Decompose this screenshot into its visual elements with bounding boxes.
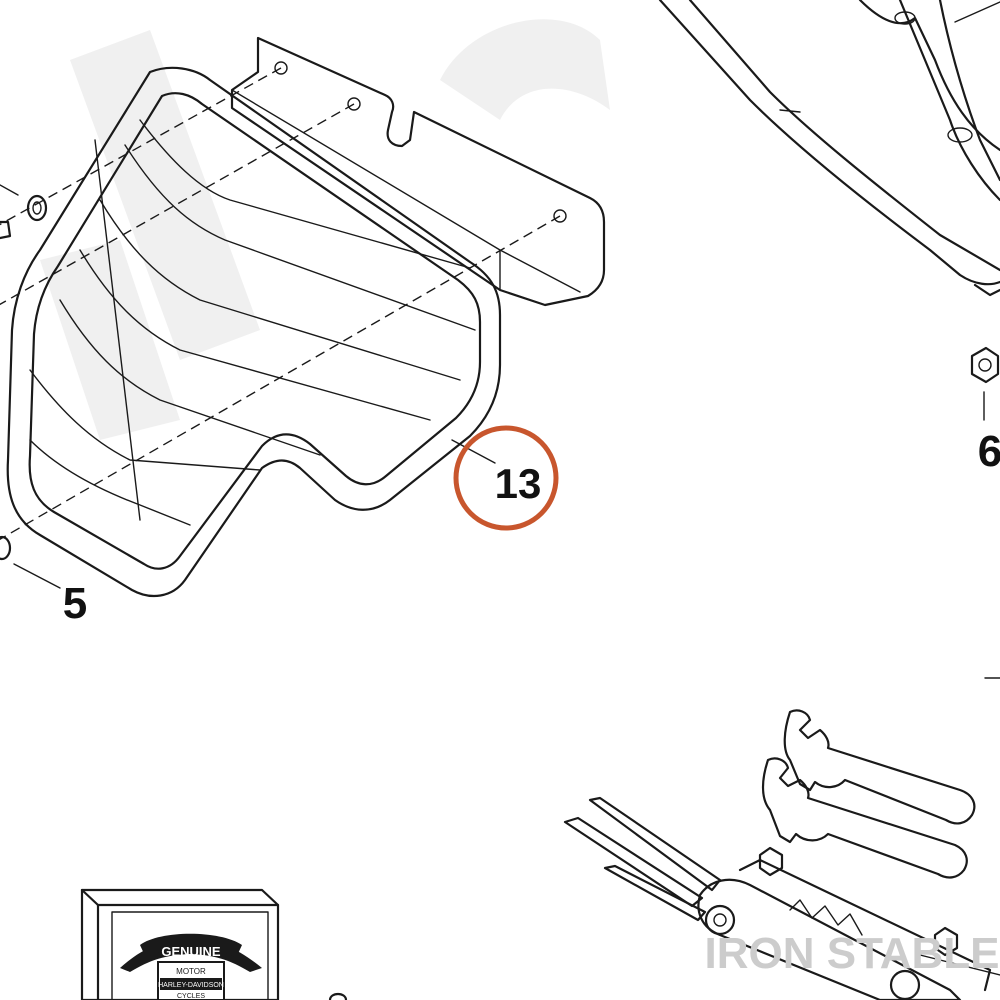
hex-nut-icon <box>970 346 1000 384</box>
brand-top: GENUINE <box>161 944 221 959</box>
brand-mid: MOTOR <box>176 967 206 976</box>
genuine-parts-box: GENUINE MOTOR HARLEY-DAVIDSON CYCLES <box>80 888 280 1000</box>
brand-name: HARLEY-DAVIDSON <box>158 982 224 989</box>
washer-icon <box>0 535 12 561</box>
luggage-rack <box>6 66 502 597</box>
highlight-circle <box>453 425 559 531</box>
partial-callout <box>328 992 348 1000</box>
brand-bottom: CYCLES <box>177 993 205 1000</box>
brand-logo-icon: GENUINE MOTOR HARLEY-DAVIDSON CYCLES <box>120 933 262 1000</box>
background-watermark-shapes <box>40 19 610 440</box>
leader-lines <box>13 1 1000 679</box>
callout-13: 13 <box>495 460 542 507</box>
fastener-hardware <box>0 184 48 561</box>
watermark-text: IRON STABLE <box>705 929 1000 978</box>
callout-5: 5 <box>63 579 87 628</box>
multi-tool-icon <box>563 796 1000 1000</box>
side-rack-part <box>658 0 1000 297</box>
washer-icon <box>26 194 48 222</box>
wrench-icon <box>761 709 976 879</box>
callout-6: 6 <box>978 427 1000 476</box>
